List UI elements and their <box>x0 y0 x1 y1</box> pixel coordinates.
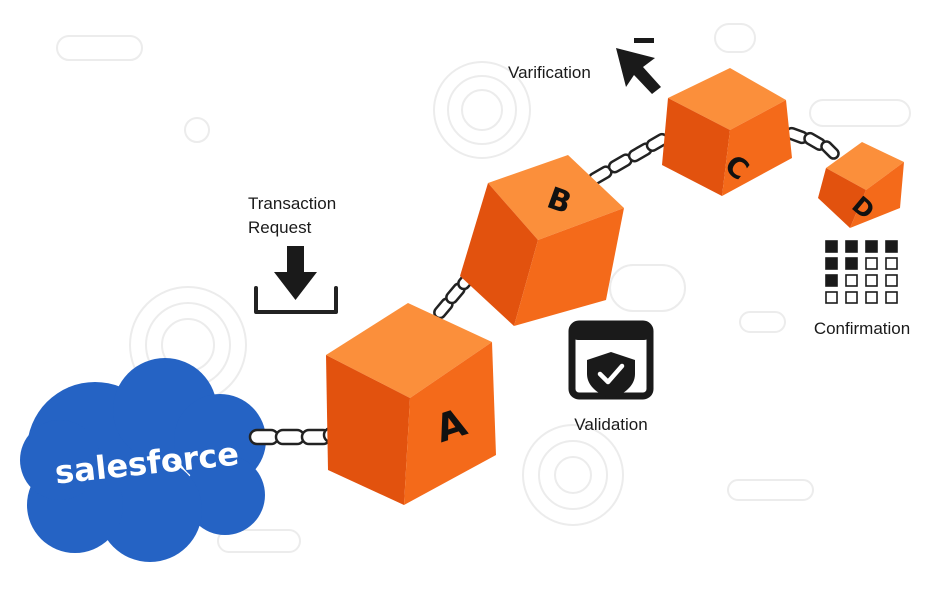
block-c: C <box>662 68 792 196</box>
tray-download-icon <box>254 246 338 314</box>
confirmation-label: Confirmation <box>814 319 910 338</box>
verification: Varification <box>508 38 661 94</box>
shield-check-window-icon <box>568 320 654 400</box>
chain-c-to-d <box>784 126 840 160</box>
checkbox-grid-icon <box>825 240 898 304</box>
transaction-label-line2: Request <box>248 218 312 237</box>
background-decorations <box>56 23 911 553</box>
transaction-label-line1: Transaction <box>248 194 336 213</box>
validation-label: Validation <box>574 415 647 434</box>
salesforce-logo: salesforce <box>20 358 266 562</box>
verification-label: Varification <box>508 63 591 82</box>
cursor-arrow-icon <box>616 38 661 94</box>
chain-b-to-c <box>587 132 669 186</box>
transaction-request: Transaction Request <box>248 194 338 314</box>
confirmation: Confirmation <box>814 240 910 338</box>
block-d: D <box>818 142 904 228</box>
validation: Validation <box>568 320 654 434</box>
block-a: A <box>326 303 496 505</box>
block-b: B <box>460 155 624 326</box>
